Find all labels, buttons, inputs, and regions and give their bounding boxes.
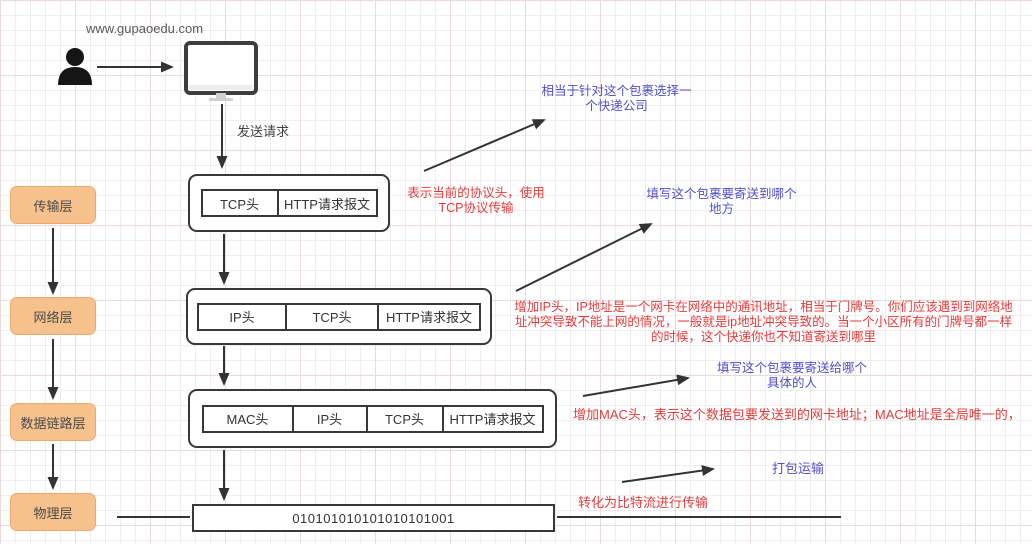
layer-label: 传输层: [33, 198, 73, 214]
packet-box-mac: MAC头 IP头 TCP头 HTTP请求报文: [188, 389, 557, 448]
layer-box-network: 网络层: [10, 297, 96, 335]
layer-box-transport: 传输层: [10, 186, 96, 224]
packet-segments: IP头 TCP头 HTTP请求报文: [197, 302, 481, 331]
note-ip-address: 增加IP头，IP地址是一个网卡在网络中的通讯地址，相当于门牌号。你们应该遇到到网…: [514, 300, 1013, 344]
packet-box-tcp: TCP头 HTTP请求报文: [188, 174, 390, 232]
segment-ip-header: IP头: [291, 404, 368, 433]
bitstream-box: 010101010101010101001: [192, 504, 555, 532]
segment-http-payload: HTTP请求报文: [377, 302, 481, 331]
packet-segments: TCP头 HTTP请求报文: [200, 189, 378, 217]
segment-http-payload: HTTP请求报文: [276, 189, 378, 217]
note-mac-address: 增加MAC头，表示这个数据包要发送到的网卡地址；MAC地址是全局唯一的，: [573, 407, 1021, 422]
note-choose-courier: 相当于针对这个包裹选择一 个快递公司: [541, 84, 692, 113]
note-pack-transport: 打包运输: [772, 461, 825, 476]
site-url-label: www.gupaoedu.com: [86, 21, 204, 36]
note-bitstream-transfer: 转化为比特流进行传输: [578, 495, 709, 510]
segment-tcp-header: TCP头: [200, 189, 279, 217]
segment-ip-header: IP头: [197, 302, 287, 331]
segment-mac-header: MAC头: [201, 404, 294, 433]
bitstream-value: 010101010101010101001: [292, 510, 455, 526]
layer-label: 物理层: [33, 505, 73, 521]
layer-label: 数据链路层: [20, 415, 86, 431]
layer-box-physical: 物理层: [10, 493, 96, 531]
layer-box-datalink: 数据链路层: [10, 403, 96, 441]
segment-http-payload: HTTP请求报文: [441, 404, 544, 433]
user-icon: [55, 47, 95, 92]
packet-box-ip: IP头 TCP头 HTTP请求报文: [186, 288, 492, 345]
segment-tcp-header: TCP头: [285, 302, 379, 331]
packet-segments: MAC头 IP头 TCP头 HTTP请求报文: [201, 404, 544, 433]
note-destination-person: 填写这个包裹要寄送给哪个 具体的人: [716, 361, 867, 390]
note-destination-place: 填写这个包裹要寄送到哪个 地方: [646, 187, 797, 216]
segment-tcp-header: TCP头: [365, 404, 444, 433]
send-request-label: 发送请求: [237, 124, 290, 139]
note-tcp-protocol: 表示当前的协议头，使用 TCP协议传输: [407, 186, 545, 215]
monitor-icon: [184, 41, 262, 106]
layer-label: 网络层: [33, 309, 73, 325]
